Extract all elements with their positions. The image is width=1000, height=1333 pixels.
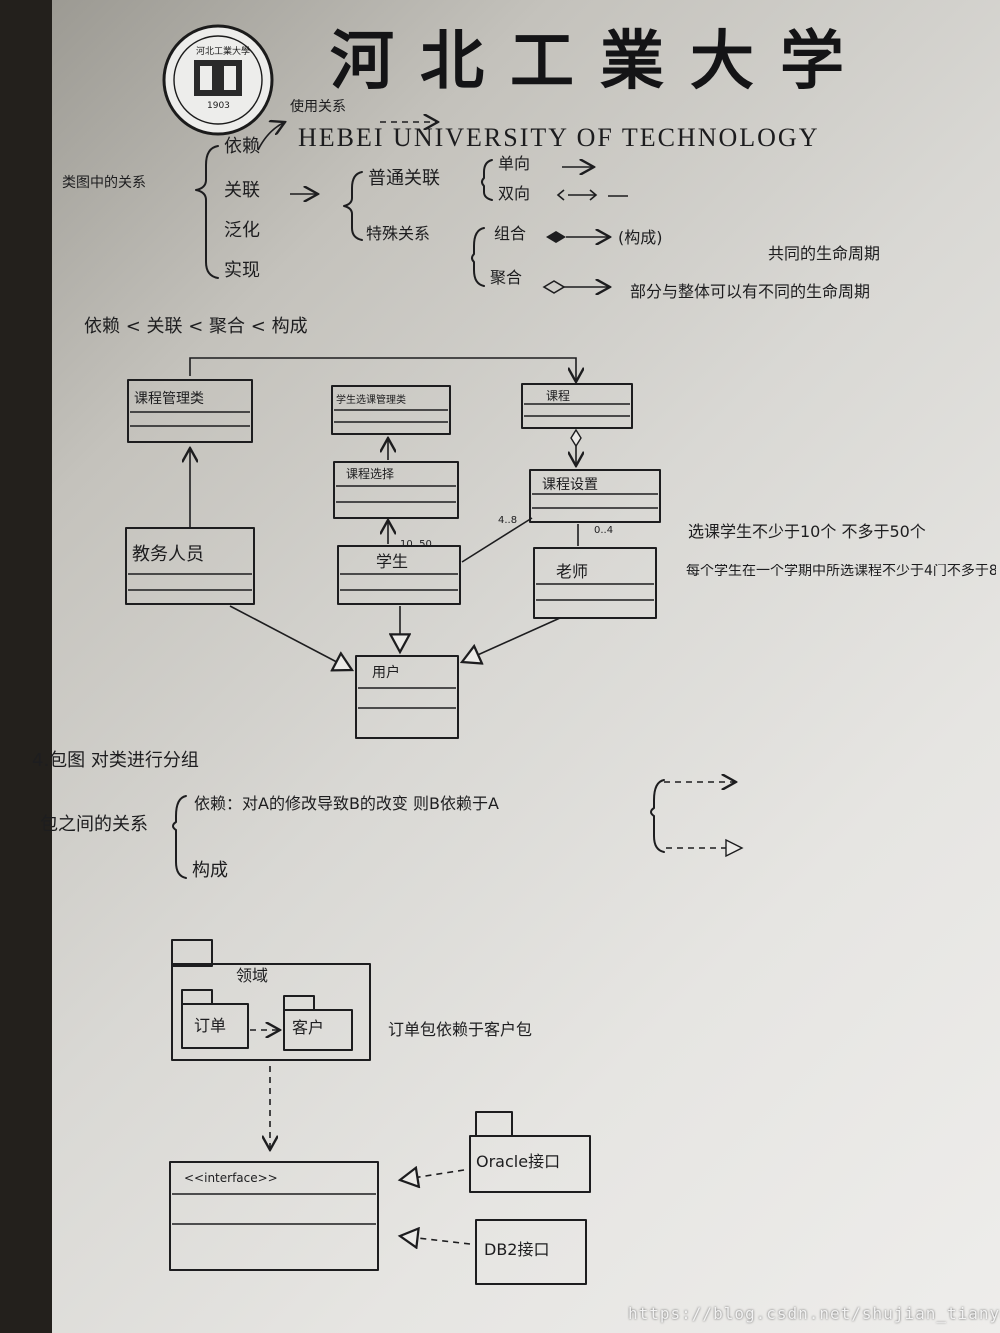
package-dependency-note: 依赖：对A的修改导致B的改变 则B依赖于A (194, 794, 499, 813)
class-name-course-setting: 课程设置 (542, 477, 598, 493)
aggregation-lifecycle: 部分与整体可以有不同的生命周期 (630, 282, 871, 301)
package-relation-label: 包之间的关系 (40, 814, 148, 835)
composition-lifecycle: 共同的生命周期 (768, 244, 881, 263)
class-name-course-manager: 课程管理类 (134, 391, 204, 407)
class-box-course (521, 383, 633, 429)
multiplicity-left: 4..8 (498, 515, 518, 526)
class-box-teacher (533, 547, 657, 619)
assoc-unidirectional: 单向 (498, 154, 531, 173)
package-name-oracle: Oracle接口 (476, 1152, 561, 1171)
class-name-academic-staff: 教务人员 (132, 544, 204, 565)
assoc-special: 特殊关系 (366, 224, 431, 243)
package-name-order: 订单 (194, 1016, 227, 1035)
package-composition: 构成 (192, 860, 228, 881)
class-box-course-setting (529, 469, 661, 523)
special-aggregation: 聚合 (490, 268, 523, 287)
class-box-student (337, 545, 461, 605)
assoc-normal: 普通关联 (368, 168, 440, 189)
use-relation-label: 使用关系 (290, 99, 346, 115)
multiplicity-mid: 10..50 (400, 539, 432, 550)
relation-root: 类图中的关系 (62, 175, 146, 191)
class-name-user: 用户 (372, 665, 400, 681)
relation-association: 关联 (224, 180, 260, 201)
interface-box (169, 1161, 379, 1271)
watermark: https://blog.csdn.net/shujian_tianya (628, 1304, 1000, 1323)
assoc-bidirectional: 双向 (498, 184, 531, 203)
interface-stereotype: <<interface>> (184, 1171, 278, 1185)
package-name-domain: 领域 (236, 966, 269, 985)
relation-strength-order: 依赖 < 关联 < 聚合 < 构成 (84, 316, 308, 337)
package-name-customer: 客户 (292, 1018, 325, 1037)
class-box-user (355, 655, 459, 739)
relation-realization: 实现 (224, 260, 260, 281)
class-name-teacher: 老师 (556, 562, 589, 581)
seal-inner-text: 河北工業大學 (196, 45, 250, 57)
seal-year: 1903 (207, 101, 230, 111)
package-section-title: 4.包图 对类进行分组 (32, 750, 199, 771)
relation-generalization: 泛化 (224, 220, 260, 241)
class-name-course: 课程 (546, 389, 571, 403)
class-note-line2: 每个学生在一个学期中所选课程不少于4门不多于8门 (686, 564, 996, 578)
relation-dependency: 依赖 (224, 136, 260, 157)
class-box-course-selection (333, 461, 459, 519)
class-name-student: 学生 (376, 552, 409, 571)
package-db2 (475, 1219, 587, 1285)
package-dependency-caption: 订单包依赖于客户包 (388, 1020, 533, 1039)
package-name-db2: DB2接口 (484, 1240, 550, 1259)
university-name-cn: 河北工業大学 (330, 24, 870, 99)
paper-sheet (52, 0, 1000, 1333)
class-name-student-selection-manager: 学生选课管理类 (336, 395, 406, 406)
class-note-line1: 选课学生不少于10个 不多于50个 (688, 522, 926, 541)
class-box-course-manager (127, 379, 253, 443)
class-box-academic-staff (125, 527, 255, 605)
university-seal-icon: 1903 河北工業大學 (162, 24, 274, 136)
special-composition: 组合 (494, 224, 527, 243)
composition-note: (构成) (618, 228, 663, 247)
multiplicity-right: 0..4 (594, 525, 614, 536)
class-box-student-selection-manager (331, 385, 451, 435)
package-domain (171, 939, 371, 1061)
class-name-course-selection: 课程选择 (346, 467, 395, 481)
university-name-en: HEBEI UNIVERSITY OF TECHNOLOGY (298, 123, 820, 152)
package-oracle (469, 1111, 591, 1193)
